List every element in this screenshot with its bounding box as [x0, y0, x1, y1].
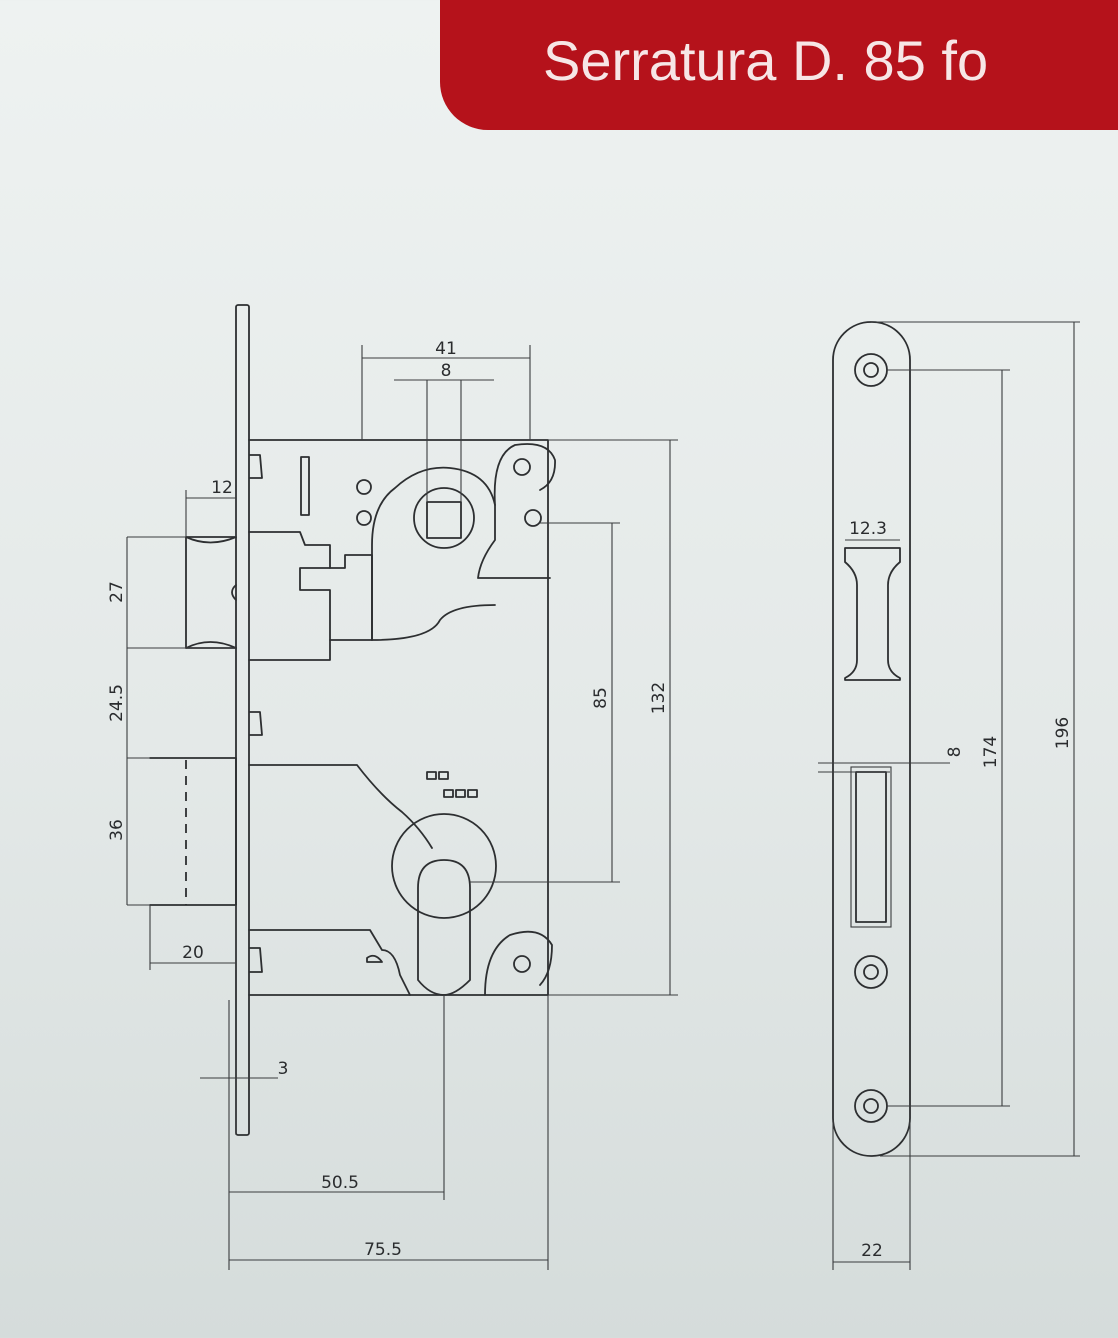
dim-hole-distance: 174: [981, 736, 1001, 768]
dim-strike-width: 22: [861, 1241, 883, 1261]
dim-top-width: 41: [435, 339, 457, 359]
dim-strike-offset: 8: [945, 747, 965, 758]
dim-center-distance: 85: [591, 687, 611, 709]
dim-total-height: 196: [1053, 717, 1073, 749]
dim-gap-latch-bolt: 24.5: [107, 684, 127, 722]
title-banner: Serratura D. 85 fo: [440, 0, 1118, 130]
dim-body-depth: 75.5: [364, 1240, 402, 1260]
dim-faceplate-thickness: 3: [278, 1059, 289, 1079]
dim-latch-width: 12: [211, 478, 233, 498]
dim-bolt-height: 36: [107, 819, 127, 841]
dim-latch-opening: 12.3: [849, 519, 887, 539]
strike-dimension-labels: 12.3 8 174 196 22: [849, 519, 1073, 1261]
lock-dimension-lines: [126, 345, 678, 1270]
strike-plate: [832, 321, 911, 1157]
strike-dimension-lines: [818, 321, 1080, 1270]
dim-latch-height: 27: [107, 581, 127, 603]
dim-backset: 50.5: [321, 1173, 359, 1193]
page-title: Serratura D. 85 fo: [543, 29, 989, 92]
mortise-lock-body: [149, 304, 556, 1136]
dim-handle-square: 8: [441, 361, 452, 381]
lock-dimension-labels: 41 8 12 27 24.5 36 20 3 50.5 75.5 85 132: [107, 339, 669, 1260]
dim-body-height: 132: [649, 682, 669, 714]
dim-bolt-throw: 20: [182, 943, 204, 963]
